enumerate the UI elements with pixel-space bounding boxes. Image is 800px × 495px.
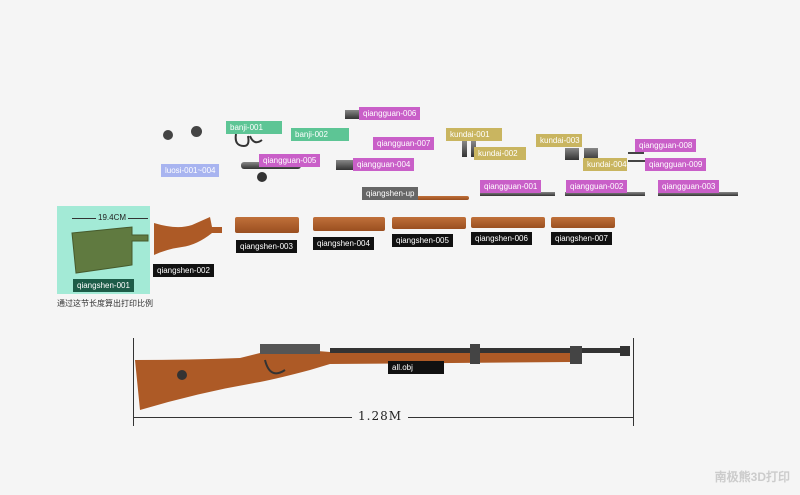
stock-part-007 bbox=[551, 217, 615, 228]
label-qiangshen-007: qiangshen-007 bbox=[551, 232, 612, 245]
length-text: 1.28M bbox=[352, 409, 409, 423]
rod-part bbox=[628, 152, 644, 154]
band-part bbox=[471, 141, 476, 157]
label-kundai-004: kundai-004 bbox=[583, 158, 627, 171]
label-qiangguan-001: qiangguan-001 bbox=[480, 180, 542, 193]
label-banji-001: banji-001 bbox=[226, 121, 282, 134]
upper-handguard-part bbox=[395, 196, 469, 200]
band-part bbox=[462, 141, 467, 157]
stock-part-004 bbox=[313, 217, 385, 231]
label-qiangshen-005: qiangshen-005 bbox=[392, 234, 453, 247]
label-qiangguan-007: qiangguan-007 bbox=[373, 137, 435, 150]
label-qiangshen-001: qiangshen-001 bbox=[73, 279, 134, 292]
bolt-knob bbox=[257, 172, 267, 182]
watermark: 南极熊3D打印 bbox=[714, 470, 790, 484]
label-qiangshen-004: qiangshen-004 bbox=[313, 237, 374, 250]
label-kundai-002: kundai-002 bbox=[474, 147, 526, 160]
label-qiangshen-006: qiangshen-006 bbox=[471, 232, 532, 245]
dimension-text: 19.4CM bbox=[96, 213, 129, 222]
label-qiangshen-003: qiangshen-003 bbox=[236, 240, 297, 253]
label-qiangguan-005: qiangguan-005 bbox=[259, 154, 321, 167]
label-qiangguan-009: qiangguan-009 bbox=[645, 158, 707, 171]
stock-part-003 bbox=[235, 217, 299, 233]
trigger-part bbox=[234, 133, 263, 148]
stock-part-005 bbox=[392, 217, 466, 229]
stock-part-002 bbox=[154, 217, 222, 255]
band-part bbox=[565, 148, 579, 160]
label-qiangshen-up: qiangshen-up bbox=[362, 187, 419, 200]
label-qiangguan-004: qiangguan-004 bbox=[353, 158, 415, 171]
barrel-part bbox=[480, 192, 555, 196]
label-kundai-003: kundai-003 bbox=[536, 134, 582, 147]
barrel-part bbox=[565, 192, 645, 196]
label-qiangguan-008: qiangguan-008 bbox=[635, 139, 697, 152]
label-qiangguan-002: qiangguan-002 bbox=[566, 180, 628, 193]
band-part bbox=[584, 148, 598, 160]
label-qiangguan-006: qiangguan-006 bbox=[359, 107, 421, 120]
length-tick-right bbox=[633, 338, 634, 426]
label-all-obj: all.obj bbox=[388, 361, 444, 374]
label-kundai-001: kundai-001 bbox=[446, 128, 502, 141]
barrel-part bbox=[658, 192, 738, 196]
label-luosi: luosi-001~004 bbox=[161, 164, 220, 177]
stock-part-001 bbox=[71, 226, 149, 274]
assembled-rifle bbox=[135, 344, 630, 410]
stock-part-006 bbox=[471, 217, 545, 228]
label-qiangshen-002: qiangshen-002 bbox=[153, 264, 214, 277]
length-tick-left bbox=[133, 338, 134, 426]
screw-part bbox=[191, 126, 202, 137]
note-text: 通过这节长度算出打印比例 bbox=[57, 299, 153, 308]
screw-part bbox=[163, 130, 173, 140]
label-banji-002: banji-002 bbox=[291, 128, 349, 141]
label-qiangguan-003: qiangguan-003 bbox=[658, 180, 720, 193]
